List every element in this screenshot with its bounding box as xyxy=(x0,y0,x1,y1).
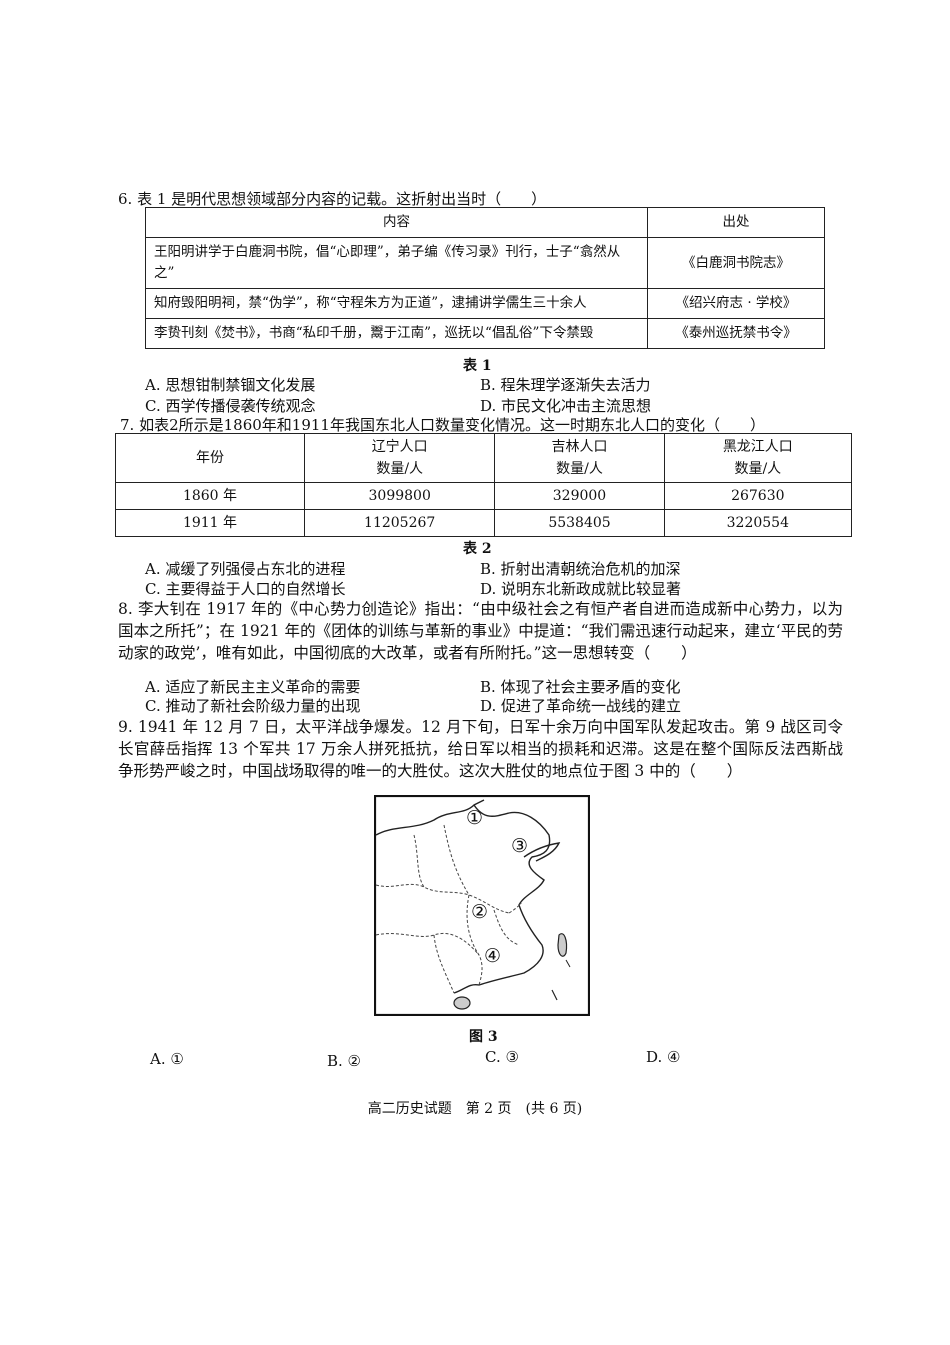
table-1-header-source: 出处 xyxy=(647,207,825,238)
table-2-header-jilin: 吉林人口 数量/人 xyxy=(494,433,665,483)
table-cell-heilongjiang: 267630 xyxy=(663,482,853,510)
map-marker-4: ④ xyxy=(484,945,502,967)
table-1-caption: 表 1 xyxy=(463,358,492,374)
table-1-header-content: 内容 xyxy=(145,207,648,238)
table-row: 1860 年 3099800 329000 267630 xyxy=(115,482,853,510)
q6-option-d[interactable]: D. 市民文化冲击主流思想 xyxy=(480,397,652,415)
header-line: 数量/人 xyxy=(734,461,782,477)
q7-option-b[interactable]: B. 折射出清朝统治危机的加深 xyxy=(480,560,681,578)
map-marker-1: ① xyxy=(466,807,484,829)
question-6-stem: 6. 表 1 是明代思想领域部分内容的记载。这折射出当时（ ） xyxy=(118,190,547,208)
q7-option-c[interactable]: C. 主要得益于人口的自然增长 xyxy=(145,580,346,598)
table-row: 李贽刊刻《焚书》，书商“私印千册，鬻于江南”，巡抚以“倡乱俗”下令禁毁 《泰州巡… xyxy=(145,318,825,349)
q6-option-c[interactable]: C. 西学传播侵袭传统观念 xyxy=(145,397,316,415)
table-cell-content: 李贽刊刻《焚书》，书商“私印千册，鬻于江南”，巡抚以“倡乱俗”下令禁毁 xyxy=(145,318,648,349)
header-line: 黑龙江人口 xyxy=(722,439,793,455)
map-figure-3: ① ② ③ ④ xyxy=(373,794,591,1017)
page-footer: 高二历史试题 第 2 页 (共 6 页) xyxy=(367,1101,583,1117)
map-marker-3: ③ xyxy=(511,835,529,857)
question-8-stem: 8. 李大钊在 1917 年的《中心势力创造论》指出：“由中级社会之有恒产者自进… xyxy=(118,600,843,662)
map-marker-2: ② xyxy=(471,901,489,923)
china-map-outline xyxy=(373,794,591,1017)
table-2-header-heilongjiang: 黑龙江人口 数量/人 xyxy=(663,433,853,483)
table-cell-heilongjiang: 3220554 xyxy=(663,509,853,537)
table-cell-content: 王阳明讲学于白鹿洞书院，倡“心即理”，弟子编《传习录》刊行，士子“翕然从之” xyxy=(145,237,648,289)
table-cell-year: 1911 年 xyxy=(115,509,305,537)
table-cell-source: 《绍兴府志 · 学校》 xyxy=(647,288,825,319)
q9-option-c[interactable]: C. ③ xyxy=(485,1048,519,1066)
header-line: 辽宁人口 xyxy=(371,439,428,455)
table-2: 年份 辽宁人口 数量/人 吉林人口 数量/人 黑龙江人口 数量/人 1860 年… xyxy=(115,433,853,537)
table-2-caption: 表 2 xyxy=(463,541,492,557)
table-1: 内容 出处 王阳明讲学于白鹿洞书院，倡“心即理”，弟子编《传习录》刊行，士子“翕… xyxy=(145,207,825,349)
q8-option-a[interactable]: A. 适应了新民主主义革命的需要 xyxy=(145,678,361,696)
figure-3-caption: 图 3 xyxy=(469,1029,498,1045)
table-2-header-liaoning: 辽宁人口 数量/人 xyxy=(303,433,496,483)
table-row: 王阳明讲学于白鹿洞书院，倡“心即理”，弟子编《传习录》刊行，士子“翕然从之” 《… xyxy=(145,237,825,289)
q7-option-a[interactable]: A. 减缓了列强侵占东北的进程 xyxy=(145,560,346,578)
q9-option-d[interactable]: D. ④ xyxy=(646,1048,681,1066)
table-cell-source: 《白鹿洞书院志》 xyxy=(647,237,825,289)
q7-option-d[interactable]: D. 说明东北新政成就比较显著 xyxy=(480,580,682,598)
table-cell-jilin: 329000 xyxy=(494,482,665,510)
table-cell-year: 1860 年 xyxy=(115,482,305,510)
question-7-stem: 7. 如表2所示是1860年和1911年我国东北人口数量变化情况。这一时期东北人… xyxy=(120,416,765,434)
table-cell-liaoning: 3099800 xyxy=(303,482,496,510)
q9-option-a[interactable]: A. ① xyxy=(150,1050,184,1068)
table-row: 知府毁阳明祠，禁“伪学”，称“守程朱方为正道”，逮捕讲学儒生三十余人 《绍兴府志… xyxy=(145,288,825,319)
q8-option-b[interactable]: B. 体现了社会主要矛盾的变化 xyxy=(480,678,681,696)
table-2-header-year: 年份 xyxy=(115,433,305,483)
q8-option-c[interactable]: C. 推动了新社会阶级力量的出现 xyxy=(145,697,361,715)
table-cell-jilin: 5538405 xyxy=(494,509,665,537)
q6-option-a[interactable]: A. 思想钳制禁锢文化发展 xyxy=(145,376,316,394)
header-line: 数量/人 xyxy=(556,461,603,477)
q8-option-d[interactable]: D. 促进了革命统一战线的建立 xyxy=(480,697,682,715)
header-line: 数量/人 xyxy=(376,461,424,477)
q6-option-b[interactable]: B. 程朱理学逐渐失去活力 xyxy=(480,376,651,394)
table-cell-source: 《泰州巡抚禁书令》 xyxy=(647,318,825,349)
table-row: 1911 年 11205267 5538405 3220554 xyxy=(115,509,853,537)
table-cell-liaoning: 11205267 xyxy=(303,509,496,537)
table-cell-content: 知府毁阳明祠，禁“伪学”，称“守程朱方为正道”，逮捕讲学儒生三十余人 xyxy=(145,288,648,319)
question-9-stem: 9. 1941 年 12 月 7 日，太平洋战争爆发。12 月下旬，日军十余万向… xyxy=(118,718,843,780)
header-line: 吉林人口 xyxy=(551,439,608,455)
q9-option-b[interactable]: B. ② xyxy=(327,1052,362,1070)
